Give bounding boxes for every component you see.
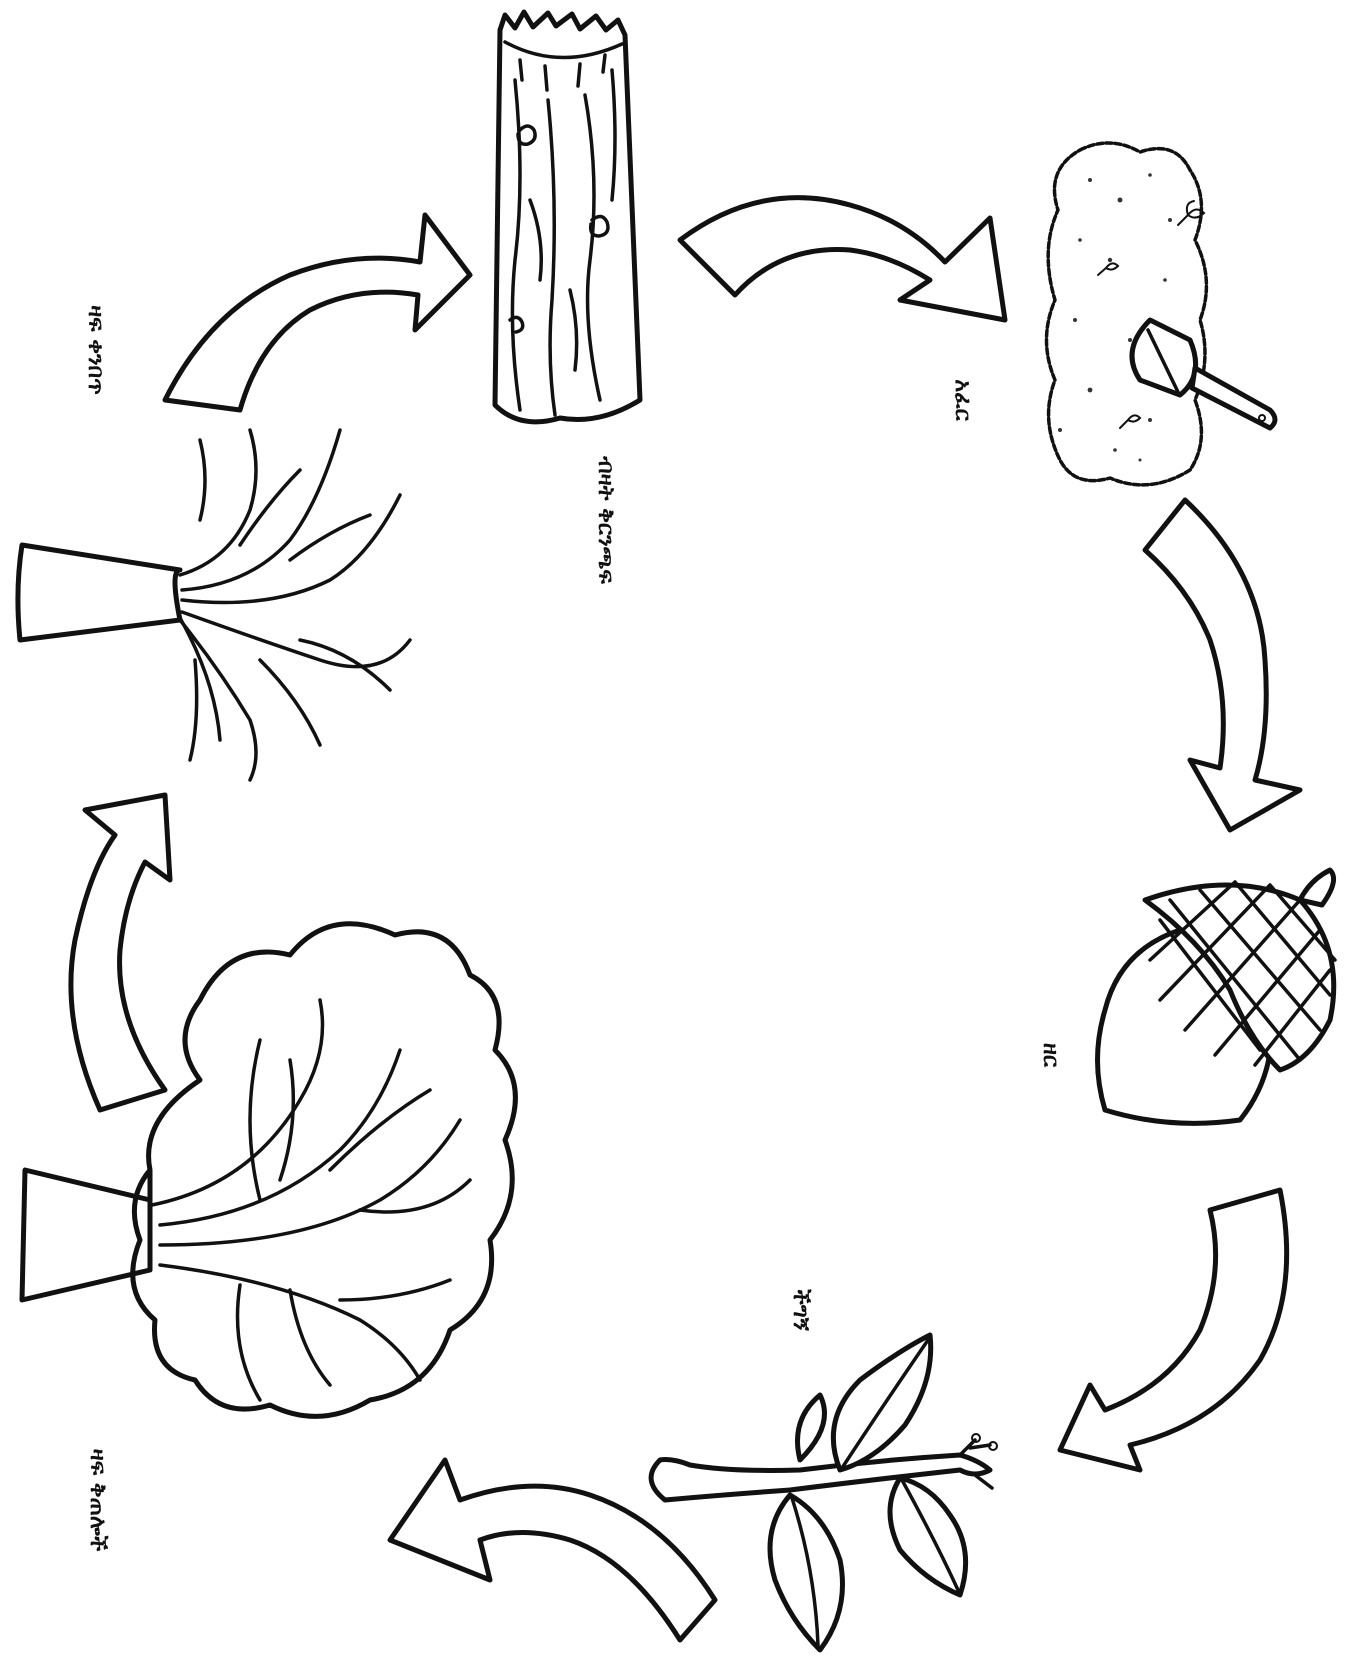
arrow-log-to-soil bbox=[680, 198, 1005, 320]
label-trunk: ዛፍ ቀንበጥ bbox=[84, 305, 106, 395]
soil-illustration bbox=[1047, 143, 1276, 485]
acorn-illustration bbox=[1098, 870, 1336, 1123]
bare-tree-illustration bbox=[18, 430, 410, 780]
arrow-leafy-to-bare-tree bbox=[71, 795, 170, 1110]
label-log: ብዛት ቅርንጫፍ bbox=[594, 456, 616, 584]
label-sapling: ችግኝ bbox=[789, 1289, 811, 1330]
label-big-tree: ዛፍ ቅጠሎች bbox=[86, 1449, 108, 1552]
arrow-soil-to-acorn bbox=[1145, 500, 1300, 830]
label-soil: አፈር bbox=[951, 379, 973, 421]
log-illustration bbox=[495, 12, 640, 422]
arrow-bare-tree-to-log bbox=[165, 215, 470, 410]
label-acorn: ዘር bbox=[1039, 1043, 1061, 1067]
arrow-acorn-to-sapling bbox=[1060, 1190, 1287, 1470]
